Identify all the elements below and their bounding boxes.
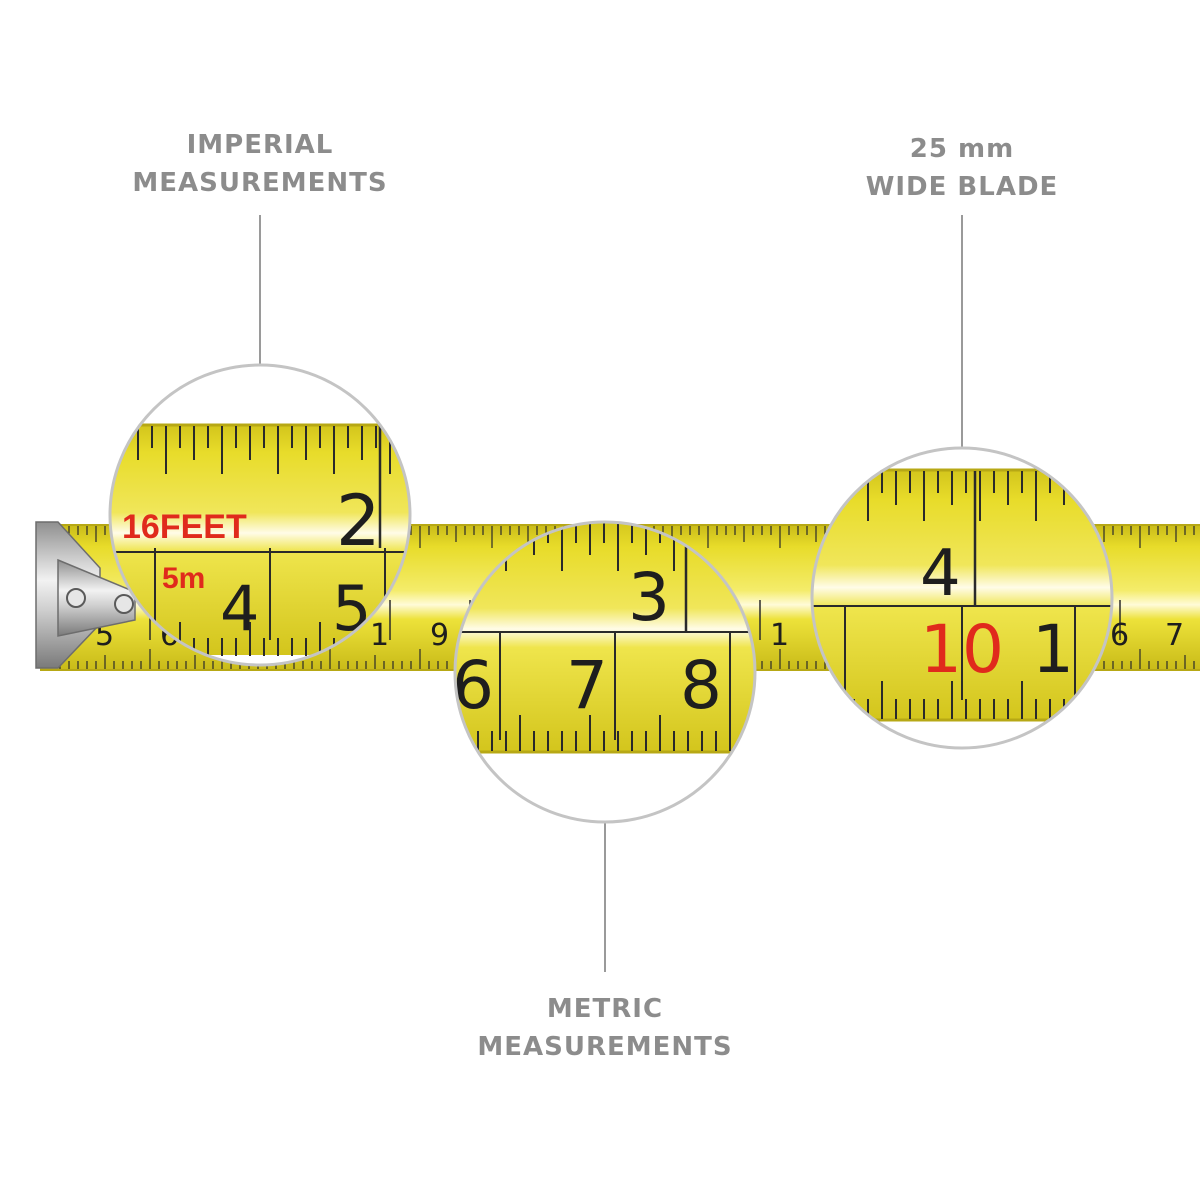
tape-cm-number: 6 (1110, 618, 1129, 653)
rivet-icon (66, 588, 86, 608)
tape-cm-number: 1 (370, 618, 389, 653)
callout-imperial: IMPERIAL MEASUREMENTS (120, 126, 400, 202)
zoom-blade-cm-number: 1 (1032, 611, 1074, 688)
callout-metric-line2: MEASUREMENTS (477, 1032, 733, 1062)
callout-imperial-line1: IMPERIAL (186, 130, 334, 160)
callout-blade: 25 mm WIDE BLADE (832, 130, 1092, 206)
zoom-imperial: 16FEET 5m 2 4 5 (108, 363, 412, 667)
zoom-metric-cm-number: 6 (452, 647, 494, 724)
zoom-imperial-length-text: 5m (162, 562, 205, 595)
callout-blade-line2: WIDE BLADE (865, 172, 1059, 202)
zoom-metric-inch-number: 3 (628, 559, 670, 636)
tape-end-hook (35, 521, 136, 669)
tape-cm-number: 9 (430, 618, 449, 653)
zoom-metric: 3 6 7 8 (452, 520, 757, 824)
zoom-imperial-inch-number: 2 (336, 480, 381, 562)
zoom-metric-cm-number: 8 (680, 647, 722, 724)
callout-metric: METRIC MEASUREMENTS (465, 990, 745, 1066)
tape-cm-number: 7 (1165, 618, 1184, 653)
zoom-blade-red-number: 10 (920, 611, 1004, 688)
zoom-imperial-cm-number: 4 (220, 572, 259, 645)
callout-metric-line1: METRIC (546, 994, 664, 1024)
callout-blade-line1: 25 mm (909, 134, 1015, 164)
zoom-blade: 4 10 1 (810, 446, 1114, 750)
callout-imperial-line2: MEASUREMENTS (132, 168, 388, 198)
rivet-icon (114, 594, 134, 614)
zoom-metric-cm-number: 7 (566, 647, 608, 724)
zoom-imperial-brand-text: 16FEET (122, 508, 247, 546)
zoom-blade-inch-number: 4 (920, 537, 961, 611)
tape-cm-number: 1 (770, 618, 789, 653)
